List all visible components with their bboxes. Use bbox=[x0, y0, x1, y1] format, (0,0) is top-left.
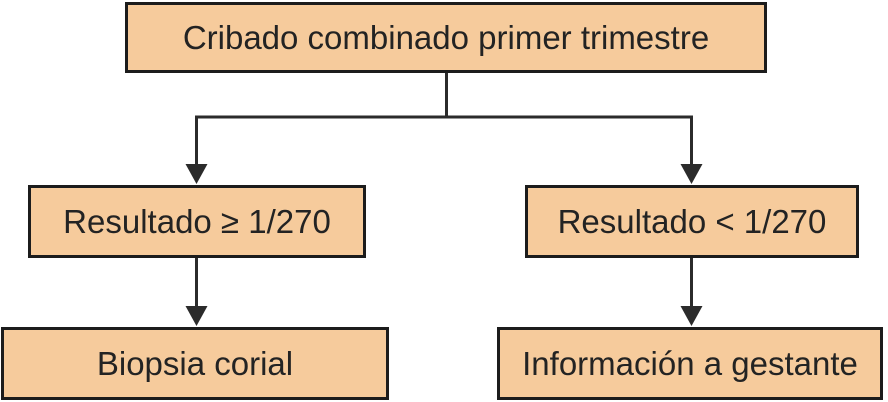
node-root: Cribado combinado primer trimestre bbox=[125, 2, 767, 73]
arrowhead-down-icon bbox=[185, 164, 208, 184]
connector-lines bbox=[195, 72, 693, 307]
node-right-outcome-label: Información a gestante bbox=[522, 345, 858, 382]
arrowhead-down-icon bbox=[680, 164, 703, 184]
node-right-condition: Resultado < 1/270 bbox=[525, 185, 859, 258]
node-left-outcome-label: Biopsia corial bbox=[96, 345, 294, 382]
node-root-label: Cribado combinado primer trimestre bbox=[182, 19, 710, 56]
arrowhead-down-icon bbox=[185, 306, 208, 326]
node-left-outcome: Biopsia corial bbox=[1, 327, 389, 400]
node-left-condition-label: Resultado ≥ 1/270 bbox=[63, 203, 331, 240]
node-left-condition: Resultado ≥ 1/270 bbox=[28, 185, 366, 258]
node-right-outcome: Información a gestante bbox=[497, 327, 883, 400]
arrowhead-down-icon bbox=[680, 306, 703, 326]
node-right-condition-label: Resultado < 1/270 bbox=[557, 203, 827, 240]
